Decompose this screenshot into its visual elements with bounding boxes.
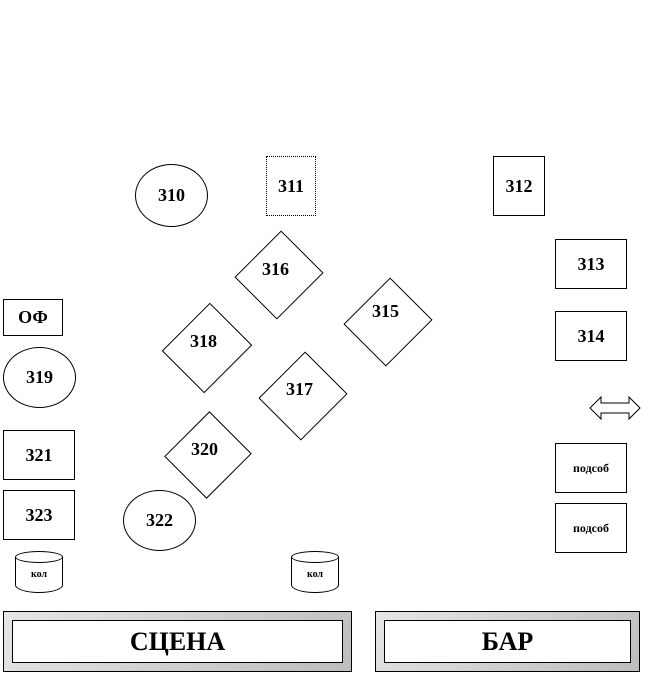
- table-315-shape: [343, 277, 433, 367]
- table-317-label: 317: [286, 379, 313, 399]
- stage-area: СЦЕНА: [3, 611, 352, 672]
- double-arrow-icon: [589, 395, 641, 421]
- table-323-label: 323: [25, 504, 53, 525]
- table-322-label: 322: [146, 510, 173, 530]
- table-319: 319: [3, 347, 76, 408]
- table-322: 322: [123, 490, 196, 551]
- table-310: 310: [135, 164, 208, 227]
- column-1-label: кол: [30, 569, 48, 580]
- column-2: кол: [291, 551, 339, 599]
- table-311-label: 311: [277, 175, 304, 196]
- table-312-label: 312: [505, 175, 533, 196]
- stage-label: СЦЕНА: [129, 626, 226, 656]
- of-label: ОФ: [18, 307, 48, 327]
- table-313-label: 313: [577, 253, 605, 274]
- table-314: 314: [555, 311, 627, 361]
- table-315-label: 315: [372, 301, 399, 321]
- table-319-label: 319: [26, 367, 53, 387]
- podsob-box-1: подсоб: [555, 443, 627, 493]
- table-318-label: 318: [190, 331, 217, 351]
- table-313: 313: [555, 239, 627, 289]
- table-321: 321: [3, 430, 75, 480]
- podsob-label-1: подсоб: [573, 460, 609, 475]
- bar-label: БАР: [481, 626, 534, 656]
- table-320-label: 320: [191, 439, 218, 459]
- column-2-label: кол: [306, 569, 324, 580]
- bar-area: БАР: [375, 611, 640, 672]
- table-323: 323: [3, 490, 75, 540]
- of-box: ОФ: [3, 299, 63, 336]
- table-312: 312: [493, 156, 545, 216]
- table-316-label: 316: [262, 259, 289, 279]
- podsob-label-2: подсоб: [573, 520, 609, 535]
- table-311: 311: [266, 156, 316, 216]
- table-310-label: 310: [158, 185, 185, 205]
- table-321-label: 321: [25, 444, 53, 465]
- podsob-box-2: подсоб: [555, 503, 627, 553]
- table-314-label: 314: [577, 325, 605, 346]
- column-1: кол: [15, 551, 63, 599]
